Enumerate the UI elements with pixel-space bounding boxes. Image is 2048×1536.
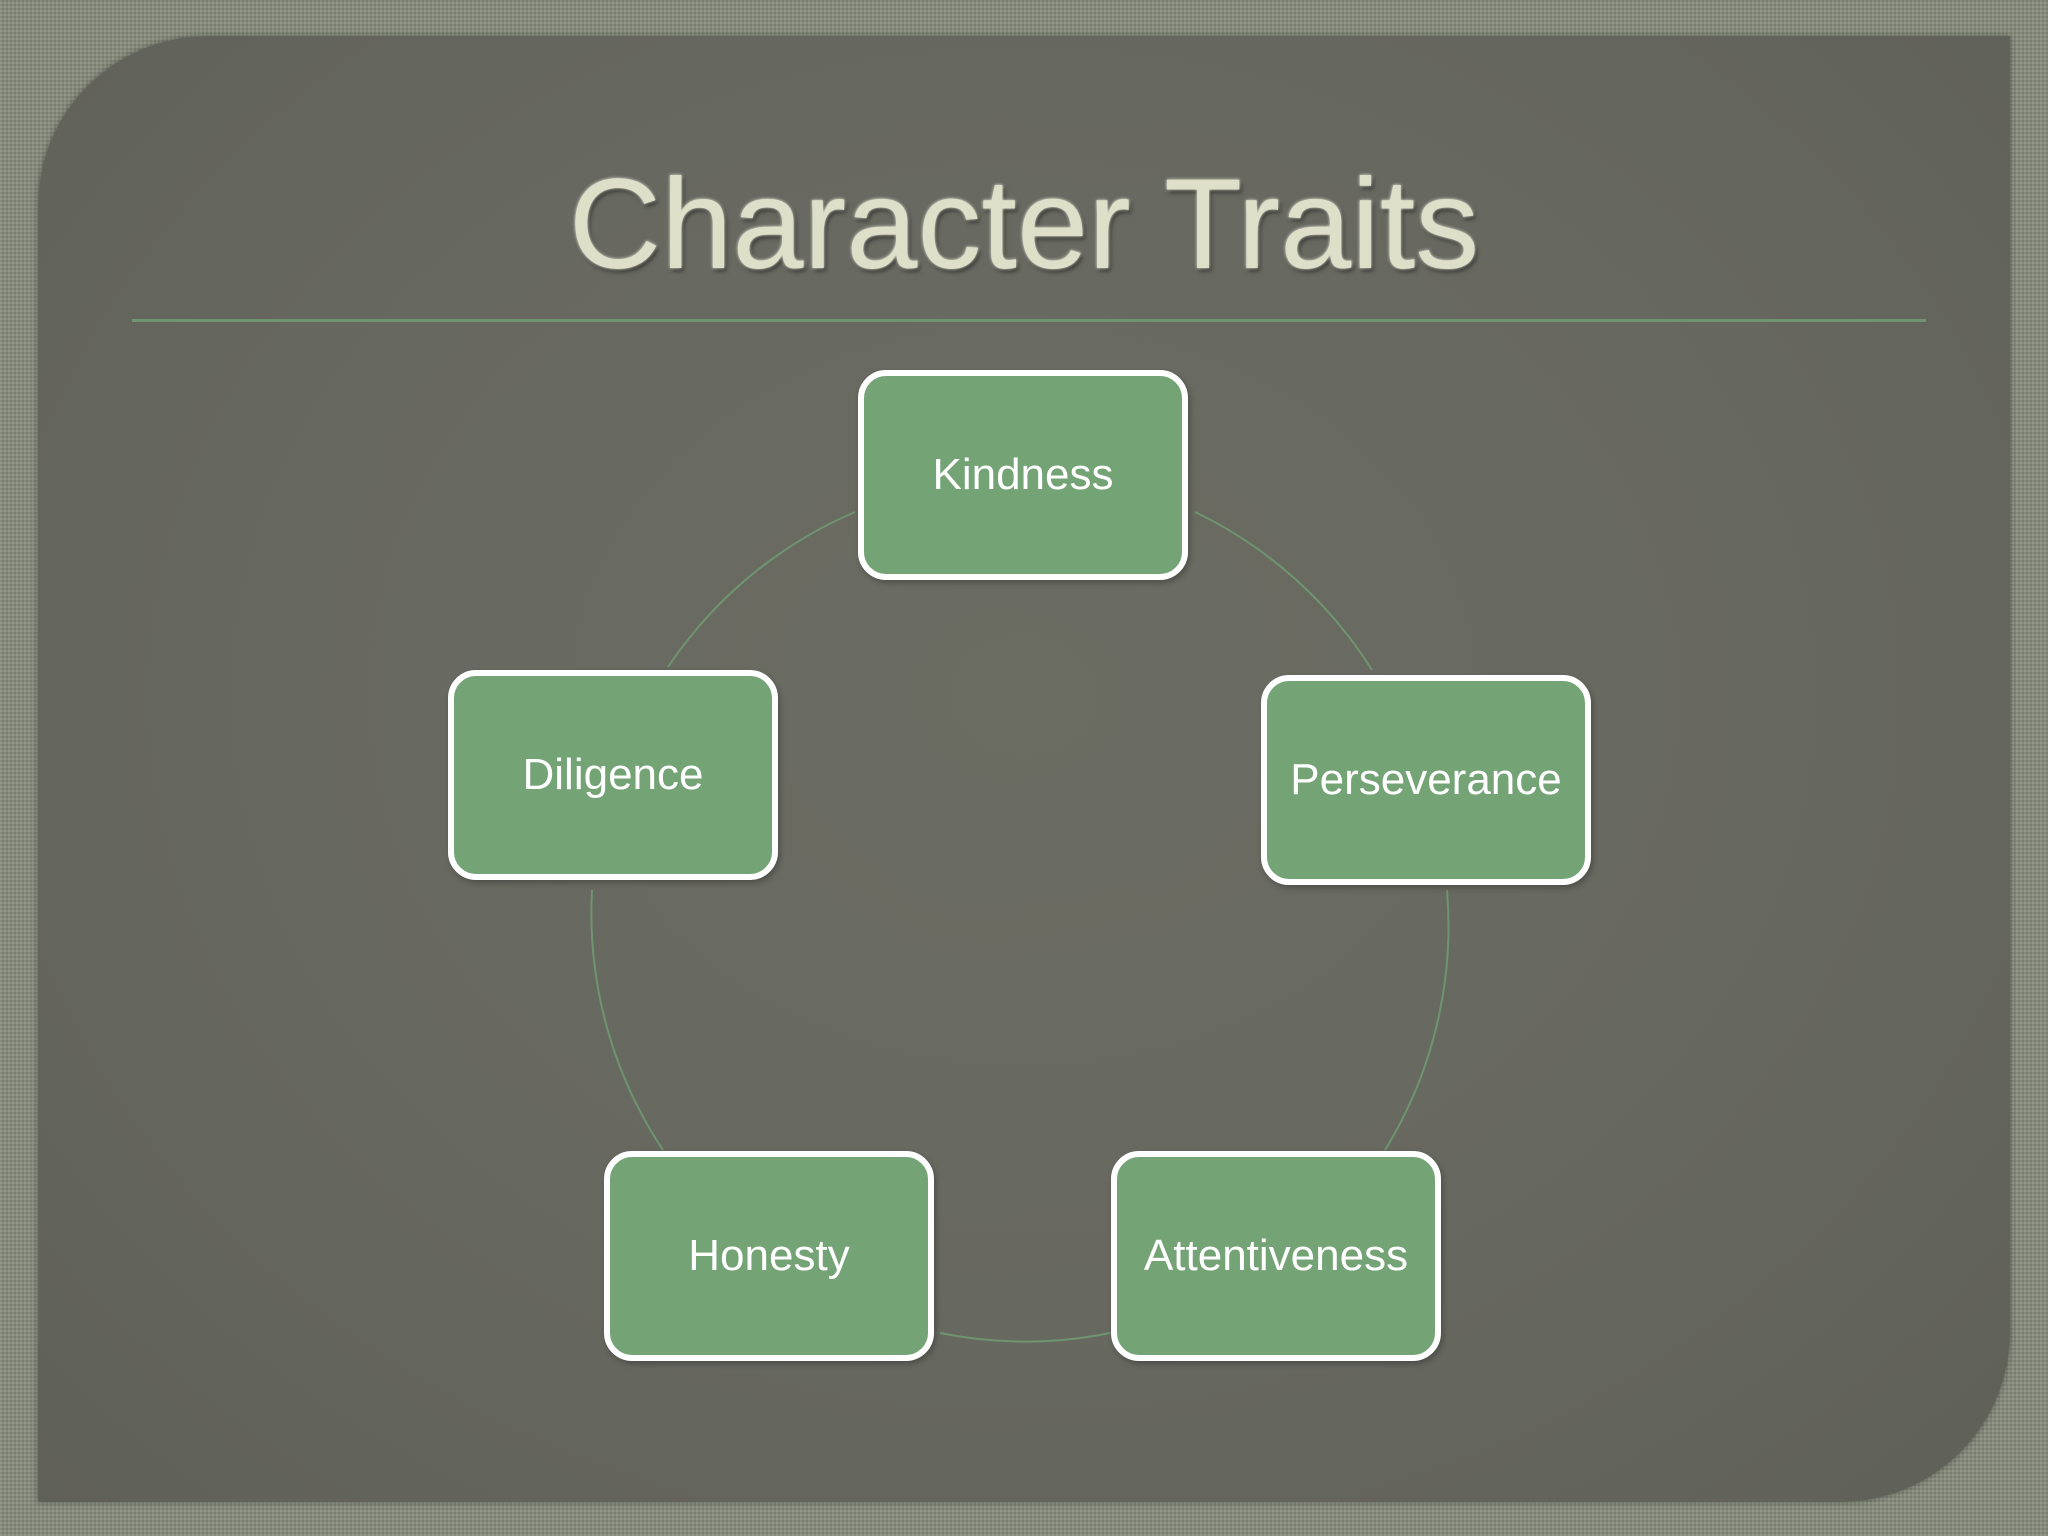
node-label: Attentiveness (1143, 1231, 1409, 1280)
node-honesty: Honesty (604, 1151, 934, 1361)
node-label: Kindness (932, 450, 1114, 499)
connector-kindness-perseverance (1194, 511, 1373, 671)
node-kindness: Kindness (858, 370, 1188, 580)
node-perseverance: Perseverance (1261, 675, 1591, 885)
node-label: Diligence (522, 750, 704, 799)
title-divider (132, 319, 1926, 322)
connector-honesty-diligence (590, 889, 664, 1151)
node-label: Honesty (688, 1231, 850, 1280)
slide-title: Character Traits (568, 153, 1480, 296)
slide-panel (38, 36, 2010, 1502)
node-label: Perseverance (1290, 755, 1562, 804)
connector-attentiveness-honesty (939, 1332, 1111, 1343)
connector-diligence-kindness (667, 511, 856, 668)
connector-perseverance-attentiveness (1384, 889, 1450, 1151)
node-diligence: Diligence (448, 670, 778, 880)
node-attentiveness: Attentiveness (1111, 1151, 1441, 1361)
